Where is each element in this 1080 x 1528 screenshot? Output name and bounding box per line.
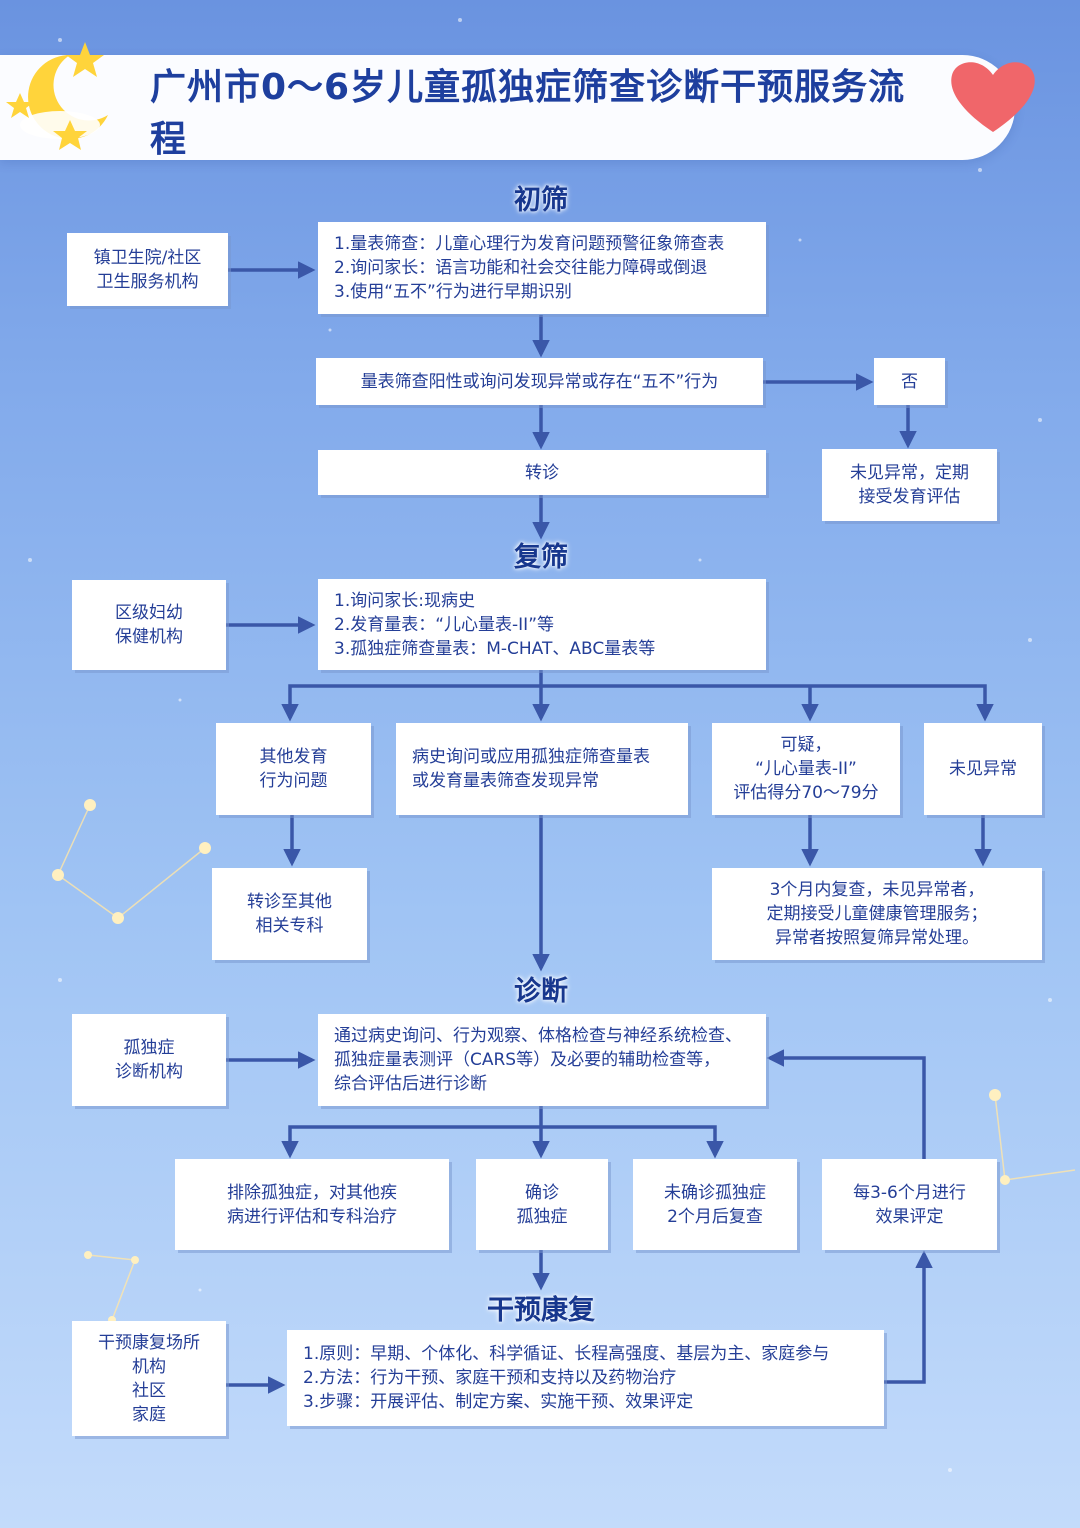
abnormal-screening-result: 病史询问或应用孤独症筛查量表 或发育量表筛查发现异常 xyxy=(396,723,688,815)
recheck-within-3-months: 3个月内复查，未见异常者， 定期接受儿童健康管理服务； 异常者按照复筛异常处理。 xyxy=(712,868,1042,960)
undiagnosed-recheck: 未确诊孤独症 2个月后复查 xyxy=(633,1159,797,1250)
intervention-steps: 1.原则：早期、个体化、科学循证、长程高强度、基层为主、家庭参与 2.方法：行为… xyxy=(287,1330,884,1426)
section-initial-screening: 初筛 xyxy=(514,185,568,216)
org-intervention-places: 干预康复场所 机构 社区 家庭 xyxy=(72,1321,226,1436)
suspect-result: 可疑， “儿心量表-II” 评估得分70～79分 xyxy=(712,723,900,815)
screening-condition: 量表筛查阳性或询问发现异常或存在“五不”行为 xyxy=(316,358,763,405)
org-diagnosis-institution: 孤独症 诊断机构 xyxy=(72,1014,226,1106)
normal-result: 未见异常 xyxy=(924,723,1042,815)
diagnosis-steps: 通过病史询问、行为观察、体格检查与神经系统检查、 孤独症量表测评（CARS等）及… xyxy=(318,1014,766,1106)
confirmed-autism: 确诊 孤独症 xyxy=(476,1159,608,1250)
initial-screening-steps: 1.量表筛查：儿童心理行为发育问题预警征象筛查表 2.询问家长：语言功能和社会交… xyxy=(318,222,766,314)
section-diagnosis: 诊断 xyxy=(514,976,568,1007)
referral-other-specialty: 转诊至其他 相关专科 xyxy=(212,868,367,960)
org-maternal-child-health: 区级妇幼 保健机构 xyxy=(72,580,226,670)
section-rescreening: 复筛 xyxy=(514,542,568,573)
title-banner xyxy=(0,55,1015,160)
excluded-autism: 排除孤独症，对其他疾 病进行评估和专科治疗 xyxy=(175,1159,449,1250)
org-township-hospital: 镇卫生院/社区 卫生服务机构 xyxy=(67,233,228,306)
referral-box: 转诊 xyxy=(318,450,766,495)
no-abnormality-result: 未见异常，定期 接受发育评估 xyxy=(822,449,997,521)
rescreening-steps: 1.询问家长:现病史 2.发育量表：“儿心量表-II”等 3.孤独症筛查量表：M… xyxy=(318,579,766,670)
no-branch: 否 xyxy=(874,358,945,405)
section-intervention: 干预康复 xyxy=(487,1295,595,1326)
effect-evaluation: 每3-6个月进行 效果评定 xyxy=(822,1159,997,1250)
other-developmental-problems: 其他发育 行为问题 xyxy=(216,723,371,815)
